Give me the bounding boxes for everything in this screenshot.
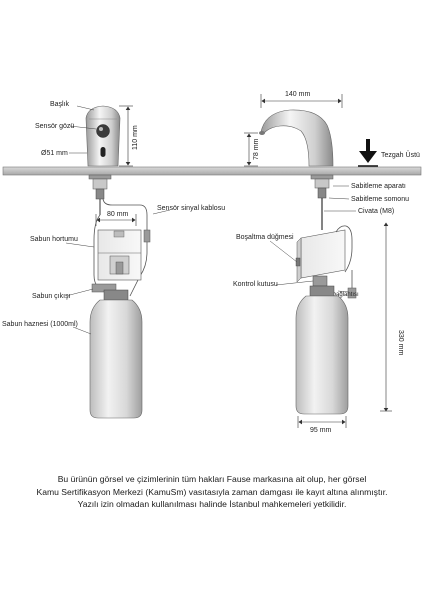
dimension-140 xyxy=(260,94,343,108)
label-tezgah-ustu: Tezgah Üstü xyxy=(381,151,420,159)
countertop xyxy=(2,166,422,176)
label-sabitleme-aparati: Sabitleme aparatı xyxy=(351,183,406,190)
dimension-95 xyxy=(297,416,347,428)
label-sabun-hortumu: Sabun hortumu xyxy=(30,236,78,243)
label-sabun-cikisi: Sabun çıkışı xyxy=(32,293,71,300)
sensor-eye xyxy=(96,124,110,138)
label-bosaltma-dugmesi: Boşaltma düğmesi xyxy=(236,234,294,241)
label-sabun-haznesi: Sabun haznesi (1000ml) xyxy=(2,321,78,328)
right-control-box xyxy=(295,229,346,287)
dim-80-text: 80 mm xyxy=(107,211,129,218)
footer-line-2: Kamu Sertifikasyon Merkezi (KamuSm) vası… xyxy=(36,486,388,497)
label-diameter: Ø51 mm xyxy=(41,150,68,157)
dim-110-text: 110 mm xyxy=(132,125,139,150)
label-sensor-gozu: Sensör gözü xyxy=(35,123,74,130)
right-soap-bottle xyxy=(295,285,349,415)
dispenser-head-front xyxy=(85,105,121,167)
label-civata: Civata (M8) xyxy=(358,208,394,215)
countertop-arrow xyxy=(358,139,378,167)
footer-line-1: Bu ürünün görsel ve çizimlerinin tüm hak… xyxy=(57,474,367,484)
left-mount xyxy=(88,174,112,215)
label-sensor-kablosu: Sensör sinyal kablosu xyxy=(157,205,225,212)
dim-140-text: 140 mm xyxy=(285,91,310,98)
label-sabitleme-somonu: Sabitleme somonu xyxy=(351,196,409,203)
dim-95-text: 95 mm xyxy=(310,427,332,434)
right-mount xyxy=(310,174,334,230)
dimension-78 xyxy=(244,132,258,167)
soap-outlet-slot xyxy=(100,147,106,157)
left-soap-bottle xyxy=(89,289,143,419)
dimension-330 xyxy=(380,222,392,412)
copyright-notice: Bu ürünün görsel ve çizimlerinin tüm hak… xyxy=(20,473,404,511)
dim-330-text: 330 mm xyxy=(397,330,404,355)
left-control-box xyxy=(97,229,142,281)
label-kontrol-kutusu: Kontrol kutusu xyxy=(233,281,278,288)
dimension-110 xyxy=(119,105,133,167)
label-guc-baglantisi: Güç bağlantısı xyxy=(320,292,359,298)
sensor-signal-cable xyxy=(102,198,148,230)
dispenser-spout-side xyxy=(259,109,334,167)
footer-line-3: Yazılı izin olmadan kullanılması halinde… xyxy=(77,499,347,510)
right-cable xyxy=(335,225,353,273)
label-baslik: Başlık xyxy=(50,101,70,108)
dim-78-text: 78 mm xyxy=(253,138,260,160)
